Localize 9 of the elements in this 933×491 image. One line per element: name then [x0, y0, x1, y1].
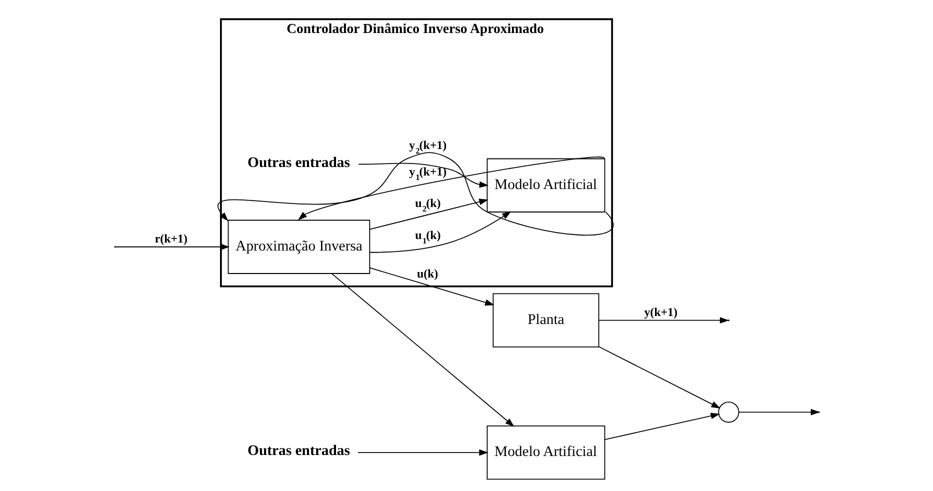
edge-label: y$_{2}$(k+1): [408, 138, 446, 156]
node-text: Outras entradas: [247, 154, 350, 171]
edge-label: u(k): [416, 266, 438, 281]
edge-label: u$_{2}$(k): [414, 196, 440, 214]
edge-label: u$_{1}$(k): [414, 228, 440, 246]
edge-label: r(k+1): [154, 232, 187, 246]
node-text: Outras entradas: [247, 443, 350, 460]
edge-label: y$_{1}$(k+1): [408, 164, 446, 182]
edge-label: y(k+1): [644, 305, 678, 320]
